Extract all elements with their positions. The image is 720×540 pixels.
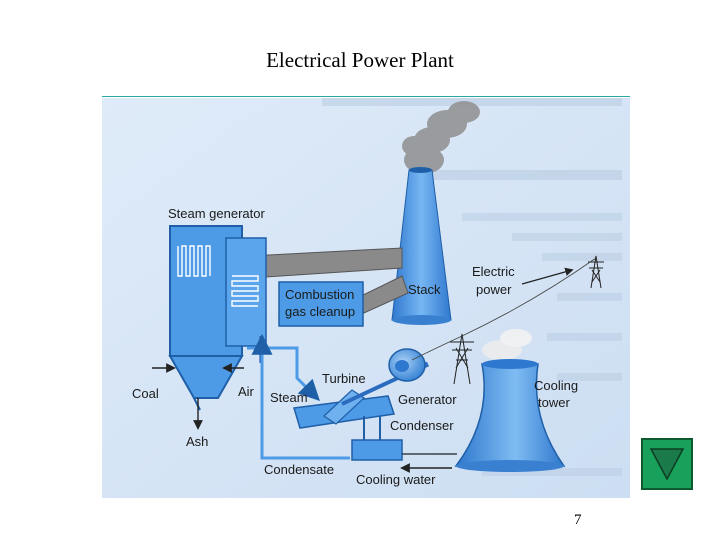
condenser-unit <box>351 416 403 461</box>
label-condensate: Condensate <box>264 462 334 477</box>
label-combustion: Combustion <box>285 287 354 302</box>
label-ash: Ash <box>186 434 208 449</box>
condensate-line <box>251 333 350 460</box>
electric-power-arrow <box>521 267 574 285</box>
power-plant-diagram: Steam generator Combustion gas cleanup S… <box>102 98 630 498</box>
cooling-tower <box>454 329 566 472</box>
label-cooling-water: Cooling water <box>356 472 436 487</box>
steam-generator <box>168 225 267 411</box>
background-bleed-text <box>322 98 622 476</box>
label-generator: Generator <box>398 392 457 407</box>
transmission-tower-near <box>450 333 474 385</box>
stack-smoke <box>402 101 480 174</box>
label-air: Air <box>238 384 255 399</box>
label-steam: Steam <box>270 390 308 405</box>
label-steam-generator: Steam generator <box>168 206 266 221</box>
triangle-down-icon <box>649 448 685 481</box>
page-number: 7 <box>574 512 582 528</box>
label-stack: Stack <box>408 282 441 297</box>
transmission-tower-far <box>588 255 604 289</box>
power-line <box>411 257 597 361</box>
label-cooling: Cooling <box>534 378 578 393</box>
label-coal: Coal <box>132 386 159 401</box>
next-slide-button[interactable] <box>641 438 693 490</box>
label-electric: Electric <box>472 264 515 279</box>
label-gas-cleanup: gas cleanup <box>285 304 355 319</box>
label-turbine: Turbine <box>322 371 366 386</box>
label-condenser: Condenser <box>390 418 454 433</box>
slide-title: Electrical Power Plant <box>266 48 454 72</box>
generator <box>388 348 426 382</box>
turbine <box>293 374 403 429</box>
title-divider <box>102 96 630 97</box>
combustion-cleanup-unit <box>278 281 364 327</box>
label-power: power <box>476 282 512 297</box>
label-tower: tower <box>538 395 570 410</box>
